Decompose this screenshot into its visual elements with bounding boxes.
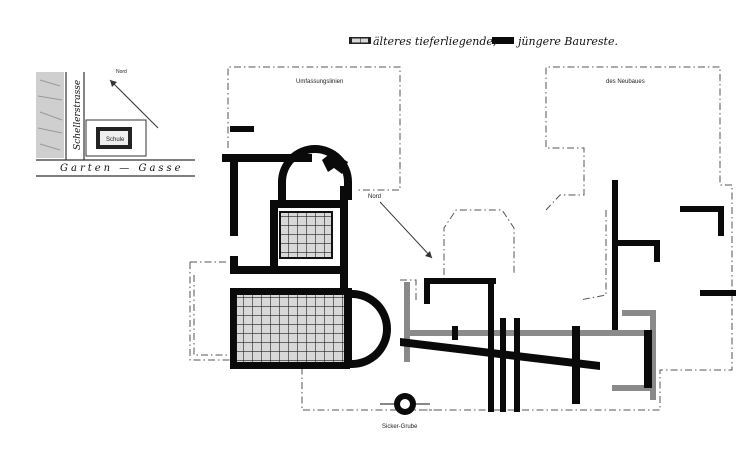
legend-old-label: älteres tieferliegende, [373, 35, 496, 48]
young-building-remains [404, 282, 656, 400]
site-north-label: Nord [116, 69, 127, 75]
site-map-inset: Schellerstrasse Garten — Gasse Schule No… [36, 69, 195, 177]
well-label: Sicker-Grube [382, 424, 418, 430]
legend-new-swatch [492, 37, 514, 44]
heavy-walls [400, 180, 736, 412]
outline-right-label: des Neubaues [606, 79, 645, 85]
site-north-arrow [109, 79, 159, 129]
grid-floor-upper [279, 211, 333, 259]
street-label: Schellerstrasse [73, 80, 83, 150]
garden-lane-label: Garten — Gasse [60, 163, 184, 174]
legend: älteres tieferliegende, jüngere Baureste… [349, 35, 618, 48]
legend-new-label: jüngere Baureste. [515, 35, 618, 48]
garden-area [36, 72, 64, 158]
plan-north-label: Nord [368, 194, 381, 200]
school-label: Schule [106, 137, 125, 143]
old-building-remains [222, 126, 391, 369]
school-building [85, 119, 147, 157]
soakaway-pit: Sicker-Grube [380, 393, 430, 430]
plan-north-arrow: Nord [368, 194, 433, 259]
outline-left-label: Umfassungslinien [296, 79, 343, 85]
grid-floor-main [235, 293, 347, 367]
